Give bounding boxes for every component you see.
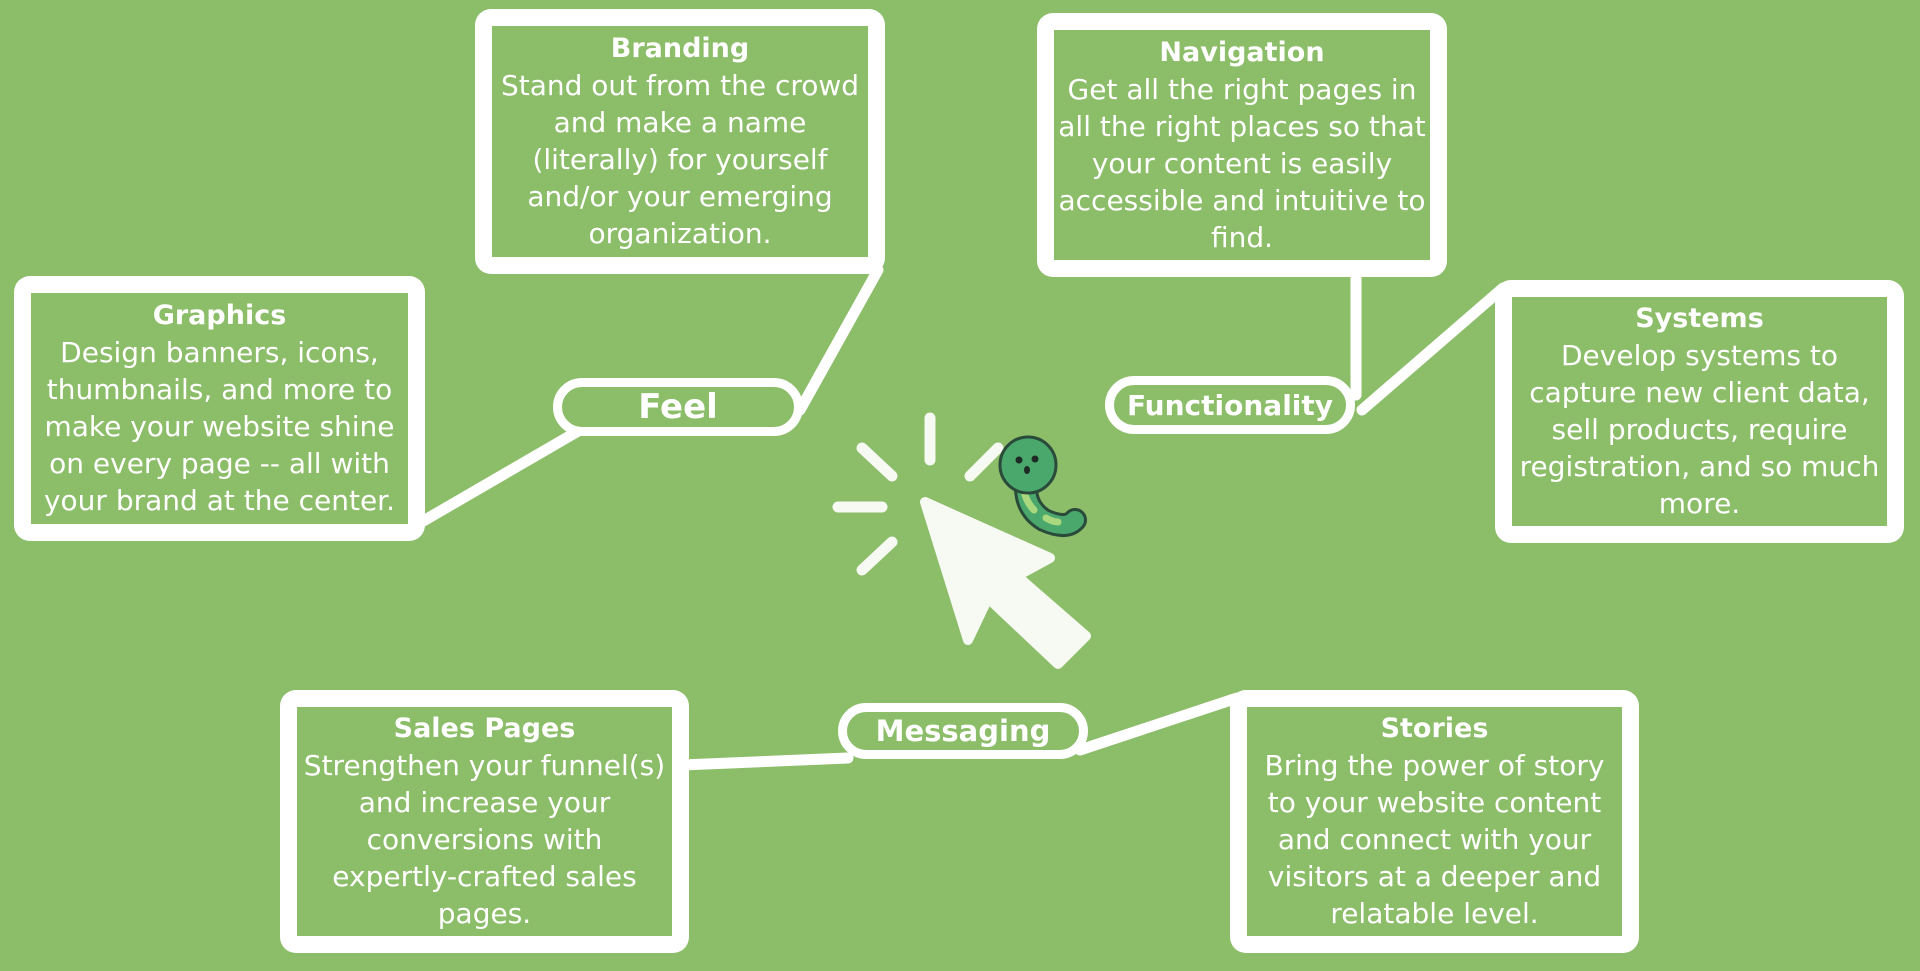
card-systems-title: Systems [1635,303,1764,334]
card-sales-pages: Sales Pages Strengthen your funnel(s) an… [280,690,689,953]
card-stories-body: Bring the power of story to your website… [1264,749,1605,930]
card-branding-body: Stand out from the crowd and make a name… [500,69,860,250]
connector-feel-branding [794,264,884,416]
card-navigation-title: Navigation [1159,36,1325,68]
card-systems-body: Develop systems to capture new client da… [1519,339,1880,520]
cursor-click-icon [832,412,1091,669]
card-branding: Branding Stand out from the crowd and ma… [475,9,885,274]
connector-feel-graphics [407,424,586,533]
hub-messaging: Messaging [838,703,1088,759]
card-stories-title: Stories [1380,713,1489,744]
card-branding-title: Branding [610,33,750,64]
card-navigation: Navigation Get all the right pages in al… [1037,13,1447,277]
card-sales-pages-body: Strengthen your funnel(s) and increase y… [303,749,666,930]
card-stories: Stories Bring the power of story to your… [1230,690,1639,953]
card-navigation-body: Get all the right pages in all the right… [1058,72,1426,254]
connector-messaging-sales [676,752,854,771]
hub-feel: Feel [553,378,803,436]
card-graphics-title: Graphics [152,300,287,331]
card-sales-pages-title: Sales Pages [393,713,576,744]
connector-messaging-stories [1074,692,1243,756]
hub-functionality: Functionality [1105,376,1355,434]
connector-functionality-systems [1356,282,1509,416]
card-graphics: Graphics Design banners, icons, thumbnai… [14,276,425,541]
card-systems: Systems Develop systems to capture new c… [1495,280,1904,543]
worm-mascot-icon [998,435,1087,537]
card-graphics-body: Design banners, icons, thumbnails, and m… [43,336,396,517]
